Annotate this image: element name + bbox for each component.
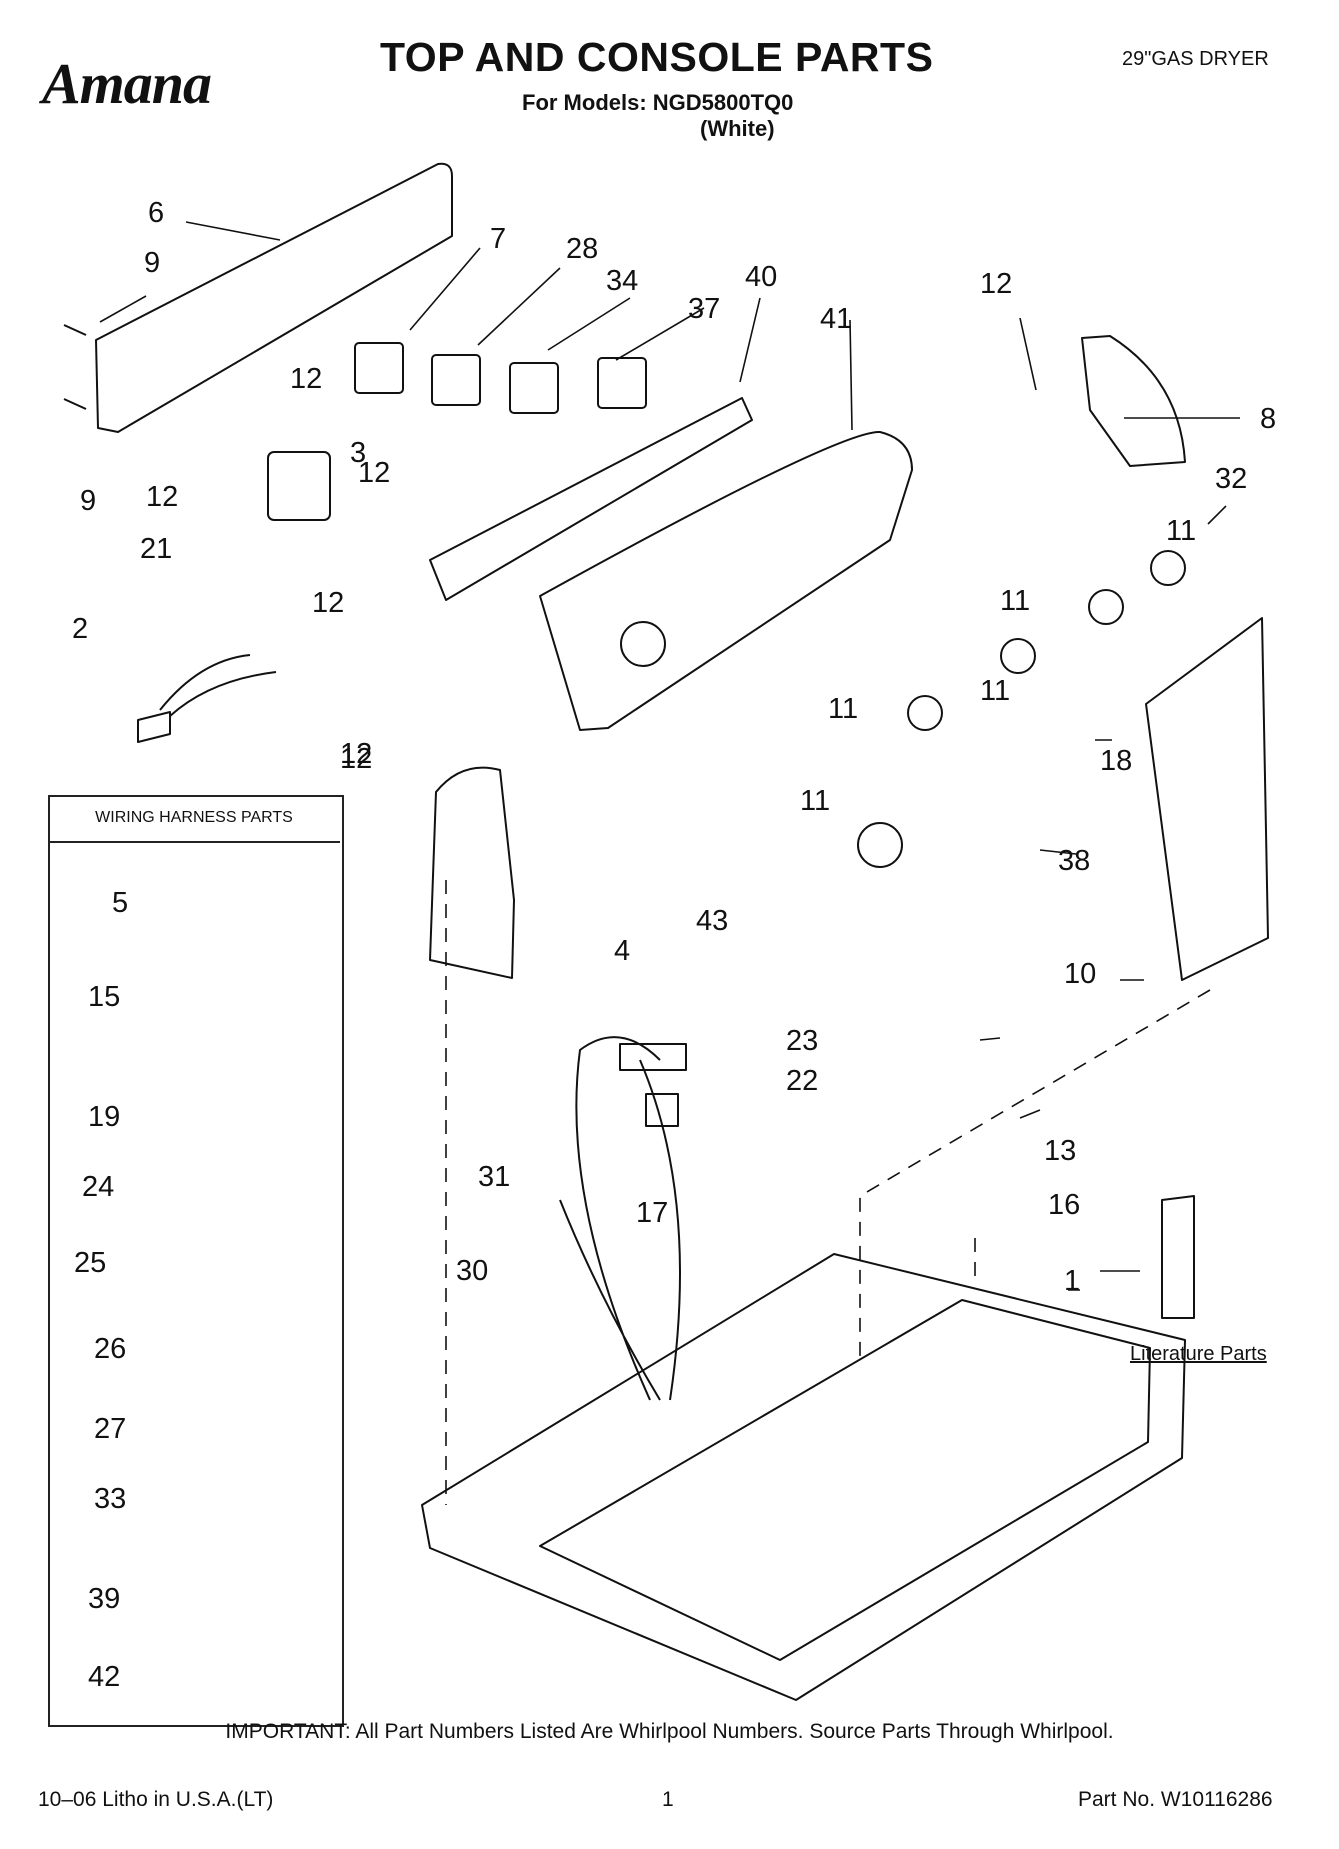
callout-12: 12 xyxy=(146,481,178,513)
part-23-connector xyxy=(619,1043,687,1071)
part-41-console xyxy=(539,430,913,731)
callout-2: 2 xyxy=(72,613,88,645)
callout-21: 21 xyxy=(140,533,172,565)
part-18-knob xyxy=(1088,589,1124,625)
callout-42: 42 xyxy=(88,1661,120,1693)
callout-12: 12 xyxy=(340,743,372,775)
callout-12: 12 xyxy=(312,587,344,619)
callout-13: 13 xyxy=(1044,1135,1076,1167)
callout-28: 28 xyxy=(566,233,598,265)
part-40-bracket xyxy=(429,397,753,601)
part-18-knob xyxy=(907,695,943,731)
callout-38: 38 xyxy=(1058,845,1090,877)
part-18-knob xyxy=(1000,638,1036,674)
callout-5: 5 xyxy=(112,887,128,919)
callout-9: 9 xyxy=(80,485,96,517)
callout-3: 3 xyxy=(350,437,366,469)
part-10-lint-screen xyxy=(1145,617,1269,981)
callout-27: 27 xyxy=(94,1413,126,1445)
callout-10: 10 xyxy=(1064,958,1096,990)
alignment-lines xyxy=(445,880,1211,1505)
part-34-switch xyxy=(509,362,559,414)
part-8-endcap xyxy=(1081,335,1186,467)
leader-lines xyxy=(99,221,1240,1291)
callout-12: 12 xyxy=(340,738,372,770)
part-2-harness xyxy=(137,654,277,743)
litho-info: 10–06 Litho in U.S.A.(LT) xyxy=(38,1788,274,1811)
callout-39: 39 xyxy=(88,1583,120,1615)
part-21-timer xyxy=(267,451,331,521)
callout-8: 8 xyxy=(1260,403,1276,435)
callout-16: 16 xyxy=(1048,1189,1080,1221)
callout-26: 26 xyxy=(94,1333,126,1365)
callout-1: 1 xyxy=(1064,1265,1080,1297)
part-16-recess xyxy=(539,1299,1151,1661)
part-18-knob xyxy=(1150,550,1186,586)
callout-11: 11 xyxy=(828,693,858,725)
callout-23: 23 xyxy=(786,1025,818,1057)
callout-32: 32 xyxy=(1215,463,1247,495)
callout-17: 17 xyxy=(636,1197,668,1229)
model-line: For Models: NGD5800TQ0 xyxy=(522,90,794,115)
callout-11: 11 xyxy=(1166,515,1196,547)
callout-12: 12 xyxy=(358,457,390,489)
callout-7: 7 xyxy=(490,223,506,255)
callout-31: 31 xyxy=(478,1161,510,1193)
callout-11: 11 xyxy=(1000,585,1030,617)
callout-4: 4 xyxy=(614,935,630,967)
part-7-switch xyxy=(354,342,404,394)
callout-22: 22 xyxy=(786,1065,818,1097)
callout-12: 12 xyxy=(980,268,1012,300)
callout-37: 37 xyxy=(688,293,720,325)
part-6-panel xyxy=(95,162,453,433)
part-28-switch xyxy=(431,354,481,406)
page-title: TOP AND CONSOLE PARTS xyxy=(380,34,934,80)
important-notice: IMPORTANT: All Part Numbers Listed Are W… xyxy=(225,1720,1114,1743)
callout-11: 11 xyxy=(980,675,1010,707)
product-type: 29"GAS DRYER xyxy=(1122,48,1269,70)
part-31-harness xyxy=(559,1036,681,1401)
part-16-main-top xyxy=(421,1253,1186,1701)
callout-40: 40 xyxy=(745,261,777,293)
part-4-endcap xyxy=(429,766,515,979)
callout-25: 25 xyxy=(74,1247,106,1279)
wiring-harness-box xyxy=(48,795,344,1727)
callout-30: 30 xyxy=(456,1255,488,1287)
part-9-screws xyxy=(63,324,87,410)
page-number: 1 xyxy=(662,1788,674,1811)
callout-18: 18 xyxy=(1100,745,1132,777)
part-37-switch xyxy=(597,357,647,409)
part-1-literature xyxy=(1161,1195,1195,1319)
model-variant: (White) xyxy=(700,116,775,141)
callout-33: 33 xyxy=(94,1483,126,1515)
part-41-dial xyxy=(620,621,666,667)
brand-logo: Amana xyxy=(42,51,212,116)
callout-12: 12 xyxy=(290,363,322,395)
part-38-knob xyxy=(857,822,903,868)
callout-6: 6 xyxy=(148,197,164,229)
callout-24: 24 xyxy=(82,1171,114,1203)
literature-parts-label: Literature Parts xyxy=(1130,1343,1267,1365)
callout-11: 11 xyxy=(800,785,830,817)
callout-19: 19 xyxy=(88,1101,120,1133)
part-22-connector xyxy=(645,1093,679,1127)
callout-43: 43 xyxy=(696,905,728,937)
callout-34: 34 xyxy=(606,265,638,297)
callout-9: 9 xyxy=(144,247,160,279)
callout-41: 41 xyxy=(820,303,852,335)
wiring-harness-title: WIRING HARNESS PARTS xyxy=(48,795,340,843)
callout-15: 15 xyxy=(88,981,120,1013)
part-number: Part No. W10116286 xyxy=(1078,1788,1273,1811)
